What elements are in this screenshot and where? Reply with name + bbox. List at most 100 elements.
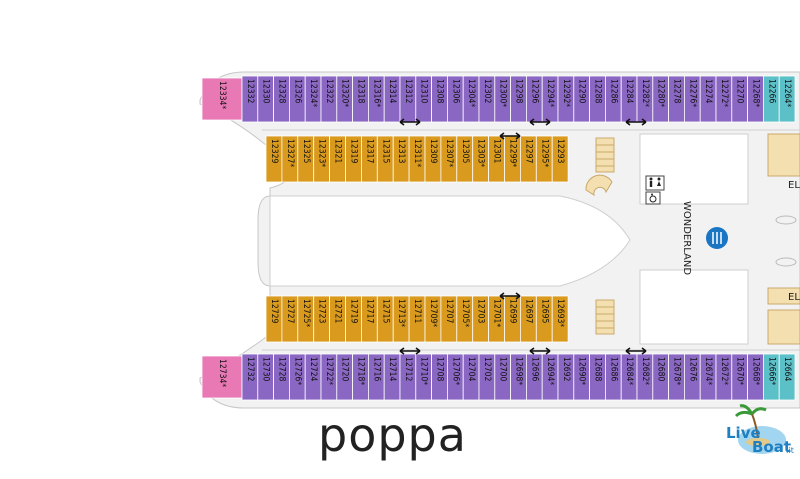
cabin[interactable]: 12697: [520, 295, 537, 343]
cabin[interactable]: 12314: [383, 75, 401, 123]
cabin[interactable]: 12725*: [297, 295, 315, 343]
cabin[interactable]: 12720: [336, 353, 353, 401]
cabin[interactable]: 12309: [424, 135, 442, 183]
cabin[interactable]: 12723: [313, 295, 331, 343]
cabin[interactable]: 12728: [273, 353, 290, 401]
cabin[interactable]: 12664: [778, 353, 796, 401]
cabin[interactable]: 12316*: [367, 75, 385, 123]
cabin[interactable]: 12332: [241, 75, 259, 123]
cabin[interactable]: 12714: [383, 353, 401, 401]
cabin[interactable]: 12727: [281, 295, 299, 343]
cabin[interactable]: 12674*: [699, 353, 717, 401]
cabin[interactable]: 12282*: [636, 75, 654, 123]
cabin[interactable]: 12670*: [731, 353, 748, 401]
cabin[interactable]: 12319: [345, 135, 362, 183]
cabin[interactable]: 12292*: [557, 75, 575, 123]
cabin-cell[interactable]: [778, 75, 796, 123]
cabin[interactable]: 12318: [352, 75, 369, 123]
cabin[interactable]: 12676: [684, 353, 701, 401]
cabin[interactable]: 12304*: [462, 75, 480, 123]
cabin[interactable]: 12310: [415, 75, 432, 123]
cabin[interactable]: 12668*: [747, 353, 764, 401]
cabin[interactable]: 12315: [376, 135, 394, 183]
cabin-cell[interactable]: [778, 353, 796, 401]
cabin[interactable]: 12296: [526, 75, 543, 123]
cabin[interactable]: 12672*: [715, 353, 733, 401]
cabin[interactable]: 12666*: [763, 353, 780, 401]
cabin-cell[interactable]: [201, 77, 243, 121]
cabin[interactable]: 12320*: [336, 75, 353, 123]
cabin[interactable]: 12721: [329, 295, 346, 343]
cabin[interactable]: 12692: [557, 353, 575, 401]
cabin-cell[interactable]: [551, 295, 569, 343]
cabin[interactable]: 12272*: [715, 75, 733, 123]
cabin[interactable]: 12707: [440, 295, 458, 343]
cabin[interactable]: 12698*: [510, 353, 527, 401]
cabin[interactable]: 12730: [257, 353, 274, 401]
cabin[interactable]: 12684*: [620, 353, 638, 401]
cabin[interactable]: 12729: [265, 295, 283, 343]
cabin[interactable]: 12734*: [201, 355, 243, 399]
cabin[interactable]: 12718*: [352, 353, 369, 401]
cabin[interactable]: 12710*: [415, 353, 432, 401]
cabin[interactable]: 12688: [589, 353, 606, 401]
cabin[interactable]: 12290: [573, 75, 590, 123]
cabin[interactable]: 12327*: [281, 135, 299, 183]
cabin[interactable]: 12311*: [408, 135, 426, 183]
cabin[interactable]: 12270: [731, 75, 748, 123]
cabin[interactable]: 12307*: [440, 135, 458, 183]
cabin[interactable]: 12722*: [320, 353, 338, 401]
cabin[interactable]: 12713*: [392, 295, 410, 343]
cabin[interactable]: 12295*: [535, 135, 553, 183]
cabin[interactable]: 12695: [535, 295, 553, 343]
cabin[interactable]: 12719: [345, 295, 362, 343]
cabin-cell[interactable]: [551, 135, 569, 183]
cabin[interactable]: 12306: [446, 75, 464, 123]
cabin[interactable]: 12276*: [684, 75, 701, 123]
cabin[interactable]: 12334*: [201, 77, 243, 121]
cabin[interactable]: 12732: [241, 353, 259, 401]
cabin[interactable]: 12682*: [636, 353, 654, 401]
cabin[interactable]: 12711: [408, 295, 426, 343]
cabin[interactable]: 12321: [329, 135, 346, 183]
cabin[interactable]: 12686: [605, 353, 622, 401]
cabin[interactable]: 12328: [273, 75, 290, 123]
cabin[interactable]: 12715: [376, 295, 394, 343]
cabin[interactable]: 12702: [478, 353, 496, 401]
cabin[interactable]: 12312: [399, 75, 417, 123]
cabin[interactable]: 12717: [360, 295, 378, 343]
cabin[interactable]: 12726*: [288, 353, 306, 401]
cabin[interactable]: 12330: [257, 75, 274, 123]
cabin[interactable]: 12278: [668, 75, 685, 123]
cabin[interactable]: 12294*: [541, 75, 559, 123]
cabin[interactable]: 12705*: [456, 295, 474, 343]
cabin[interactable]: 12329: [265, 135, 283, 183]
cabin[interactable]: 12268*: [747, 75, 764, 123]
cabin[interactable]: 12325: [297, 135, 315, 183]
cabin[interactable]: 12303*: [472, 135, 490, 183]
cabin[interactable]: 12712: [399, 353, 417, 401]
cabin[interactable]: 12323*: [313, 135, 331, 183]
cabin[interactable]: 12700: [494, 353, 511, 401]
cabin[interactable]: 12693*: [551, 295, 569, 343]
cabin[interactable]: 12701*: [488, 295, 505, 343]
cabin[interactable]: 12299*: [504, 135, 521, 183]
cabin[interactable]: 12317: [360, 135, 378, 183]
cabin[interactable]: 12709*: [424, 295, 442, 343]
cabin[interactable]: 12305: [456, 135, 474, 183]
cabin[interactable]: 12322: [320, 75, 338, 123]
cabin[interactable]: 12716: [367, 353, 385, 401]
cabin[interactable]: 12302: [478, 75, 496, 123]
cabin[interactable]: 12313: [392, 135, 410, 183]
cabin[interactable]: 12298: [510, 75, 527, 123]
cabin[interactable]: 12280*: [652, 75, 669, 123]
cabin[interactable]: 12308: [431, 75, 448, 123]
cabin[interactable]: 12699: [504, 295, 521, 343]
cabin[interactable]: 12324*: [304, 75, 322, 123]
cabin[interactable]: 12301: [488, 135, 505, 183]
cabin[interactable]: 12694*: [541, 353, 559, 401]
cabin[interactable]: 12264*: [778, 75, 796, 123]
cabin[interactable]: 12706*: [446, 353, 464, 401]
cabin[interactable]: 12293: [551, 135, 569, 183]
cabin[interactable]: 12326: [288, 75, 306, 123]
